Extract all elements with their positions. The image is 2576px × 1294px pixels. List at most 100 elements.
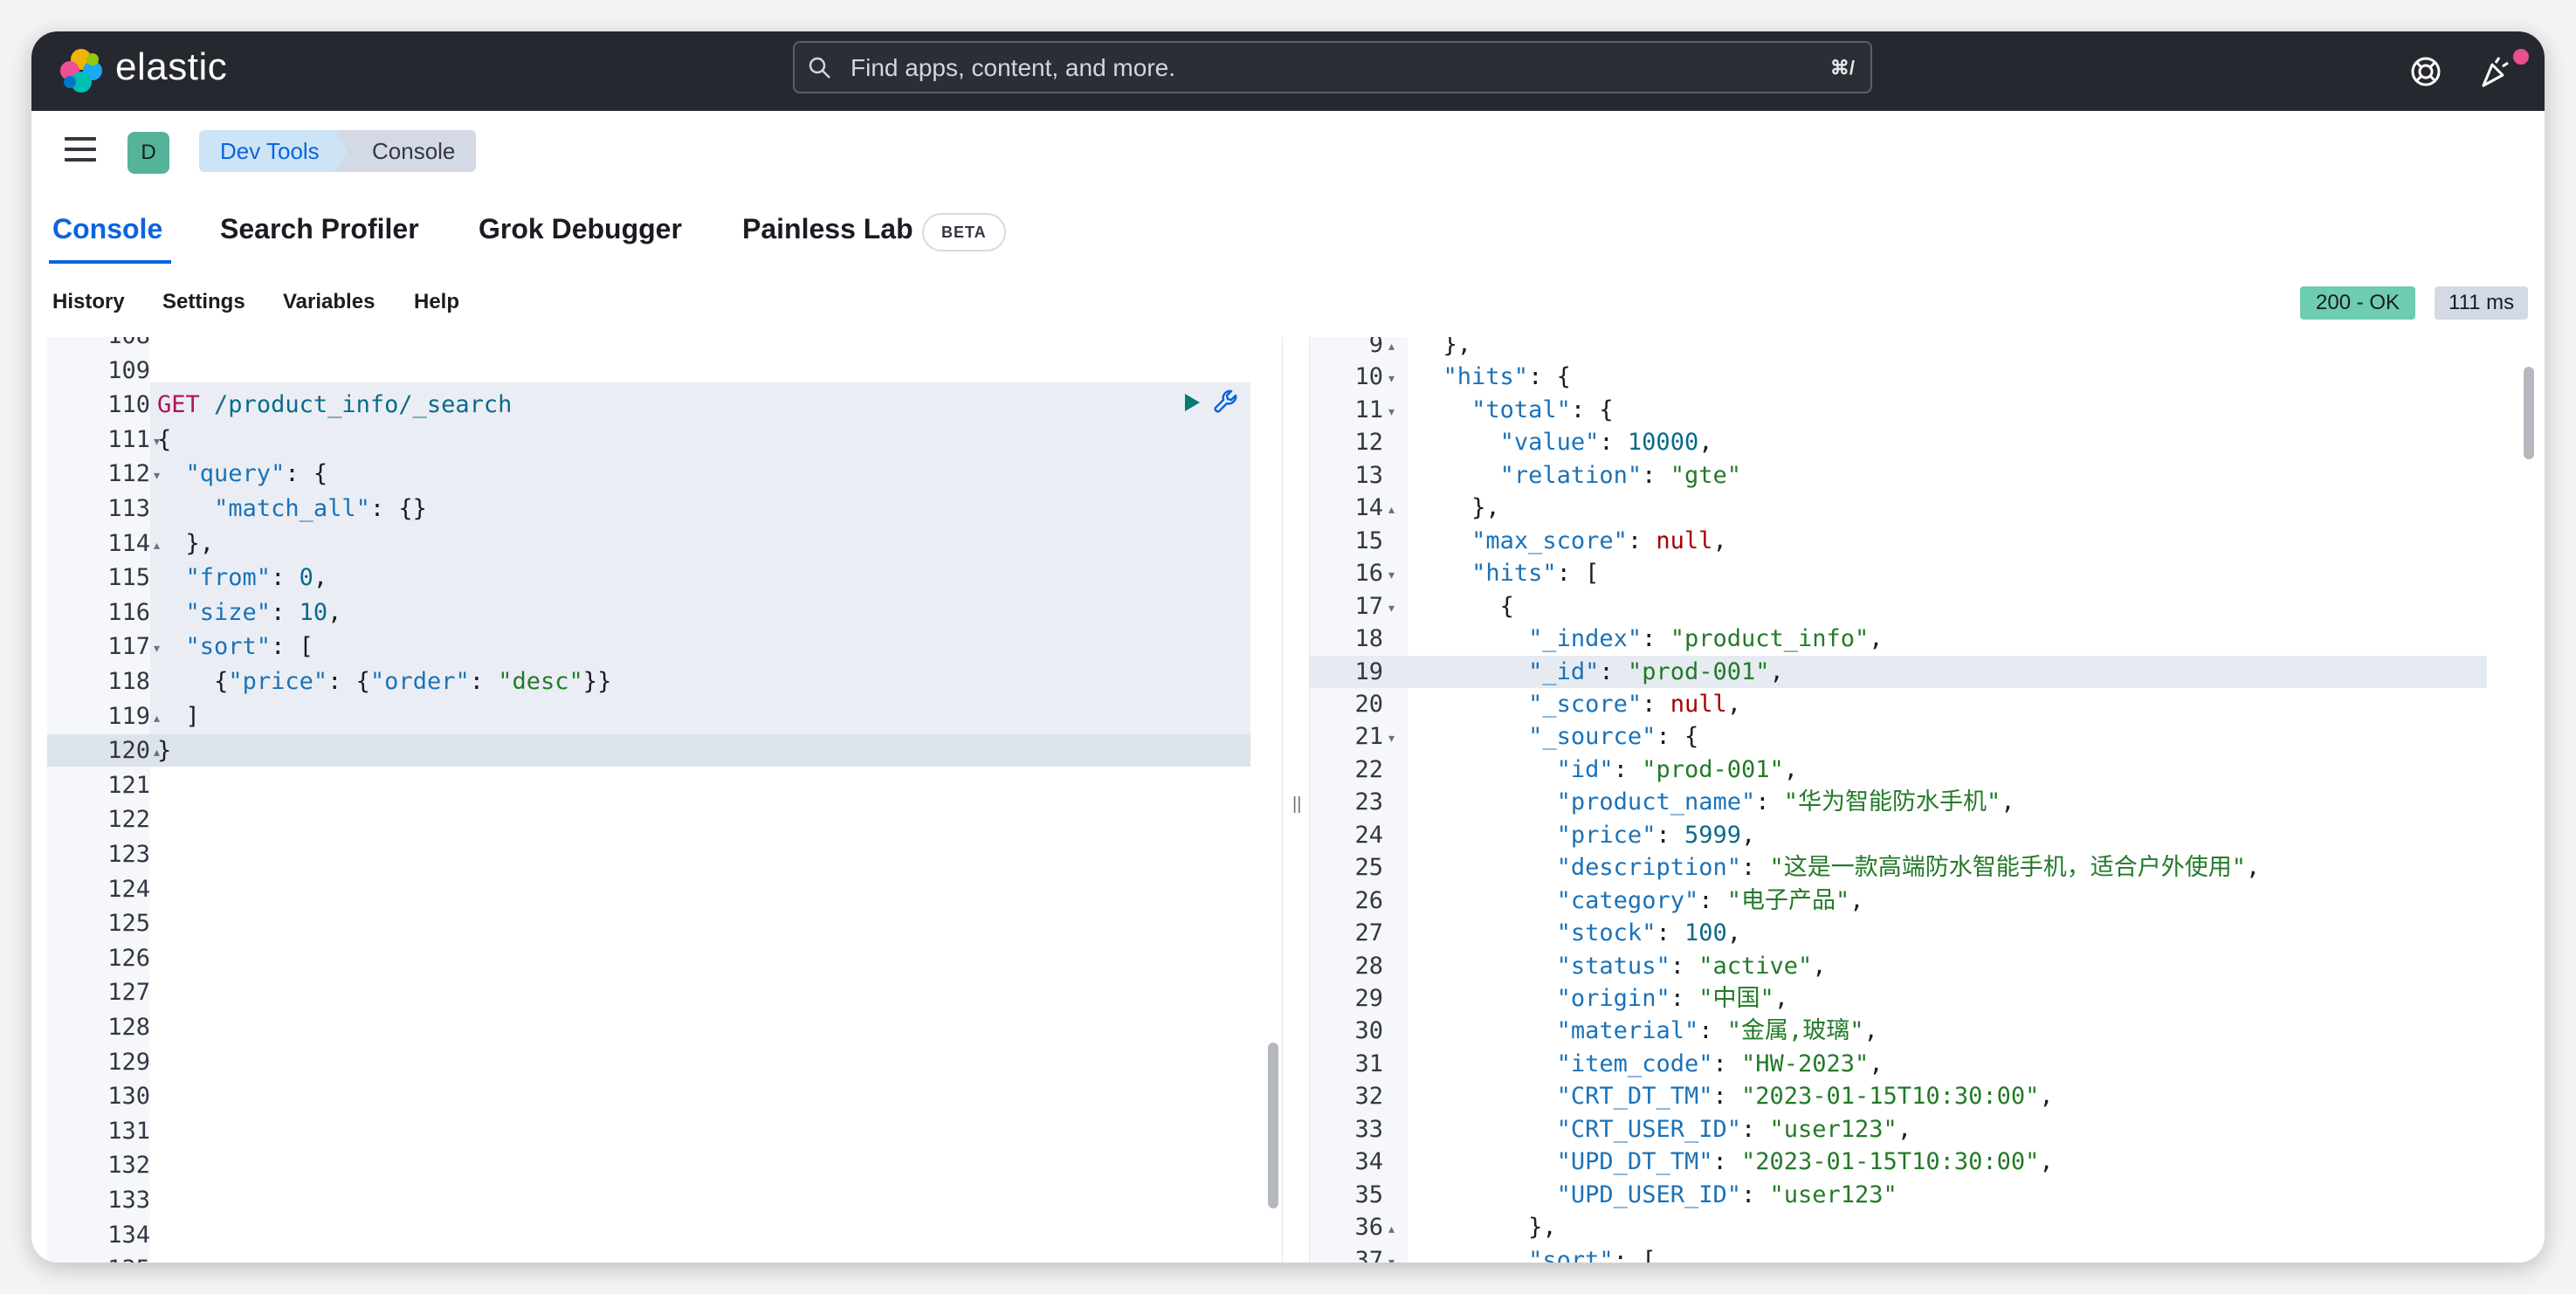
fold-toggle-icon[interactable]: ▴ xyxy=(1388,1222,1395,1236)
hamburger-menu-icon[interactable] xyxy=(65,137,96,163)
response-line-number: 33 xyxy=(1354,1115,1383,1143)
fold-toggle-icon[interactable]: ▾ xyxy=(1388,403,1395,418)
space-avatar[interactable]: D xyxy=(127,132,169,174)
notification-dot xyxy=(2513,49,2529,65)
cursor-line-highlight xyxy=(1310,655,2487,688)
response-code-line: "CRT_DT_TM": "2023-01-15T10:30:00", xyxy=(1556,1083,2054,1111)
request-line-number: 135 xyxy=(72,1253,150,1263)
request-line-number: 117 xyxy=(107,633,150,661)
news-feed-icon[interactable] xyxy=(2476,52,2515,91)
request-code-line: { xyxy=(157,425,172,453)
request-line-number: 125 xyxy=(107,910,150,938)
fold-toggle-icon[interactable]: ▴ xyxy=(1388,502,1395,517)
response-line-number: 34 xyxy=(1354,1148,1383,1176)
response-code-line: "relation": "gte" xyxy=(1499,461,1741,489)
response-line-number: 14 xyxy=(1354,494,1383,522)
response-line-number: 22 xyxy=(1354,755,1383,783)
fold-toggle-icon[interactable]: ▾ xyxy=(154,433,161,448)
help-link[interactable]: Help xyxy=(414,290,460,313)
fold-toggle-icon[interactable]: ▾ xyxy=(1388,1254,1395,1263)
response-code-line: "max_score": null, xyxy=(1471,527,1727,554)
tab-search-profiler[interactable]: Search Profiler xyxy=(220,213,419,244)
response-code-line: "id": "prod-001", xyxy=(1556,755,1799,783)
response-line-number: 32 xyxy=(1354,1083,1383,1111)
response-code-line: "stock": 100, xyxy=(1556,919,1742,947)
pane-splitter[interactable]: || xyxy=(1282,337,1310,1263)
global-search-input[interactable]: Find apps, content, and more. ⌘/ xyxy=(793,41,1872,93)
brand-name[interactable]: elastic xyxy=(115,45,228,88)
request-editor[interactable]: 108109110GET /product_info/_search111▾{1… xyxy=(31,337,1282,1263)
request-line-number: 121 xyxy=(107,771,150,799)
response-code-line: "UPD_DT_TM": "2023-01-15T10:30:00", xyxy=(1556,1148,2054,1176)
fold-toggle-icon[interactable]: ▴ xyxy=(154,745,161,760)
response-code-line: "UPD_USER_ID": "user123" xyxy=(1556,1180,1898,1208)
response-line-number: 11 xyxy=(1354,396,1383,423)
response-code-line: }, xyxy=(1443,337,1472,358)
request-line-number: 120 xyxy=(107,737,150,765)
request-line-number: 126 xyxy=(107,944,150,972)
fold-toggle-icon[interactable]: ▾ xyxy=(1388,568,1395,582)
response-scrollbar[interactable] xyxy=(2524,367,2534,459)
request-line-number: 130 xyxy=(107,1083,150,1111)
tab-grok-debugger[interactable]: Grok Debugger xyxy=(479,213,682,244)
response-line-number: 9 xyxy=(1368,337,1383,358)
help-icon[interactable] xyxy=(2407,52,2445,91)
response-code-line: "price": 5999, xyxy=(1556,821,1756,849)
search-shortcut: ⌘/ xyxy=(1829,57,1855,79)
status-badge: 200 - OK xyxy=(2300,286,2416,320)
fold-toggle-icon[interactable]: ▾ xyxy=(1388,600,1395,615)
fold-toggle-icon[interactable]: ▾ xyxy=(154,468,161,483)
fold-toggle-icon[interactable]: ▴ xyxy=(154,710,161,725)
search-placeholder: Find apps, content, and more. xyxy=(851,54,1175,81)
request-code-line: {"price": {"order": "desc"}} xyxy=(214,668,612,695)
response-output[interactable]: 9▴ },10▾ "hits": {11▾ "total": {12 "valu… xyxy=(1310,337,2545,1263)
response-code-line: "_index": "product_info", xyxy=(1528,625,1884,653)
response-line-number: 24 xyxy=(1354,821,1383,849)
request-code-line: GET /product_info/_search xyxy=(157,391,513,419)
response-line-number: 17 xyxy=(1354,592,1383,620)
response-code-line: "origin": "中国", xyxy=(1556,985,1789,1012)
wrench-icon[interactable] xyxy=(1212,388,1242,417)
fold-toggle-icon[interactable]: ▾ xyxy=(1388,731,1395,746)
response-line-number: 31 xyxy=(1354,1050,1383,1077)
breadcrumb-dev-tools[interactable]: Dev Tools xyxy=(199,130,351,172)
request-code-line: ] xyxy=(185,702,200,730)
request-line-number: 124 xyxy=(107,875,150,903)
tab-painless-lab[interactable]: Painless Lab xyxy=(742,213,913,244)
response-line-number: 27 xyxy=(1354,919,1383,947)
response-code-line: }, xyxy=(1471,494,1500,522)
send-request-icon[interactable] xyxy=(1181,391,1203,414)
fold-toggle-icon[interactable]: ▾ xyxy=(1388,371,1395,386)
fold-toggle-icon[interactable]: ▴ xyxy=(154,537,161,552)
settings-link[interactable]: Settings xyxy=(162,290,245,313)
response-code-line: "product_name": "华为智能防水手机", xyxy=(1556,788,2015,816)
request-scrollbar[interactable] xyxy=(1268,1043,1278,1208)
response-line-number: 37 xyxy=(1354,1246,1383,1263)
fold-toggle-icon[interactable]: ▴ xyxy=(1388,339,1395,353)
request-code-line: "match_all": {} xyxy=(214,495,427,522)
tab-console[interactable]: Console xyxy=(52,213,163,244)
response-line-number: 30 xyxy=(1354,1017,1383,1045)
response-line-number: 12 xyxy=(1354,429,1383,457)
response-line-number: 36 xyxy=(1354,1214,1383,1242)
request-line-number: 113 xyxy=(107,495,150,522)
response-line-number: 20 xyxy=(1354,690,1383,718)
request-cursor-line xyxy=(47,734,1250,767)
request-line-number: 111 xyxy=(107,425,150,453)
response-line-number: 16 xyxy=(1354,560,1383,588)
response-code-line: "description": "这是一款高端防水智能手机，适合户外使用", xyxy=(1556,854,2261,882)
request-line-number: 110 xyxy=(107,391,150,419)
response-line-number: 15 xyxy=(1354,527,1383,554)
response-code-line: "sort": [ xyxy=(1528,1246,1656,1263)
response-gutter xyxy=(1310,337,1408,1263)
history-link[interactable]: History xyxy=(52,290,125,313)
elastic-logo-icon[interactable] xyxy=(58,47,105,94)
response-code-line: "_id": "prod-001", xyxy=(1528,657,1784,685)
request-code-line: } xyxy=(157,737,172,765)
fold-toggle-icon[interactable]: ▾ xyxy=(154,641,161,656)
response-code-line: "_source": { xyxy=(1528,723,1699,751)
request-line-number: 114 xyxy=(107,529,150,557)
variables-link[interactable]: Variables xyxy=(283,290,375,313)
request-line-number: 123 xyxy=(107,841,150,868)
response-line-number: 29 xyxy=(1354,985,1383,1012)
